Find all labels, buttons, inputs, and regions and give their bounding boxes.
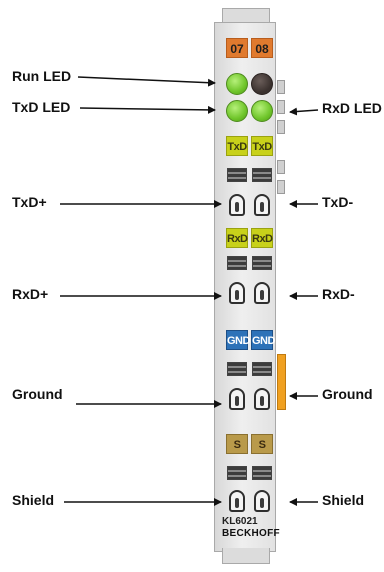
shield-right-clamp[interactable] (254, 490, 270, 512)
rxd-led-label: RxD LED (322, 100, 382, 116)
txd-minus-label: TxD- (322, 194, 354, 210)
brand-logo: BECKHOFF (222, 528, 280, 539)
wire-release-slot[interactable] (227, 466, 247, 480)
rxd-minus-label: RxD- (322, 286, 355, 302)
unused-led (251, 73, 273, 95)
wire-release-slot[interactable] (227, 362, 247, 376)
rxd-signal-label-right: RxD (251, 228, 273, 248)
side-tab (277, 160, 285, 174)
model-number: KL6021 (222, 516, 258, 527)
terminal-top-cap (222, 8, 270, 26)
ground-right-clamp[interactable] (254, 388, 270, 410)
wire-release-slot[interactable] (227, 256, 247, 270)
run-led (226, 73, 248, 95)
run-led-arrow (77, 76, 216, 87)
side-marker-bar (277, 354, 286, 410)
rxd-led (251, 100, 273, 122)
wire-release-slot[interactable] (227, 168, 247, 182)
ground-left-clamp[interactable] (229, 388, 245, 410)
side-tab (277, 180, 285, 194)
shield-left-clamp[interactable] (229, 490, 245, 512)
rxd-minus-clamp[interactable] (254, 282, 270, 304)
terminal-bottom-cap (222, 548, 270, 564)
shield-right-label: Shield (322, 492, 365, 508)
channel-label-right: 08 (251, 38, 273, 58)
shield-signal-label-right: S (251, 434, 273, 454)
run-led-label: Run LED (12, 68, 72, 84)
txd-led (226, 100, 248, 122)
wire-release-slot[interactable] (252, 168, 272, 182)
ground-right-label: Ground (322, 386, 373, 402)
channel-label-left: 07 (226, 38, 248, 58)
txd-plus-label: TxD+ (12, 194, 47, 210)
txd-led-arrow (79, 105, 216, 114)
rxd-signal-label-left: RxD (226, 228, 248, 248)
rxd-plus-label: RxD+ (12, 286, 49, 302)
rxd-led-arrow (289, 107, 319, 116)
wire-release-slot[interactable] (252, 256, 272, 270)
wire-release-slot[interactable] (252, 466, 272, 480)
txd-plus-clamp[interactable] (229, 194, 245, 216)
gnd-signal-label-right: GND (251, 330, 275, 350)
side-tab (277, 120, 285, 134)
side-tab (277, 80, 285, 94)
side-tab (277, 100, 285, 114)
txd-minus-clamp[interactable] (254, 194, 270, 216)
gnd-signal-label-left: GND (226, 330, 250, 350)
shield-signal-label-left: S (226, 434, 248, 454)
shield-left-label: Shield (12, 492, 55, 508)
txd-led-label: TxD LED (12, 99, 71, 115)
txd-signal-label-right: TxD (251, 136, 273, 156)
rxd-plus-clamp[interactable] (229, 282, 245, 304)
wire-release-slot[interactable] (252, 362, 272, 376)
ground-left-label: Ground (12, 386, 63, 402)
txd-signal-label-left: TxD (226, 136, 248, 156)
